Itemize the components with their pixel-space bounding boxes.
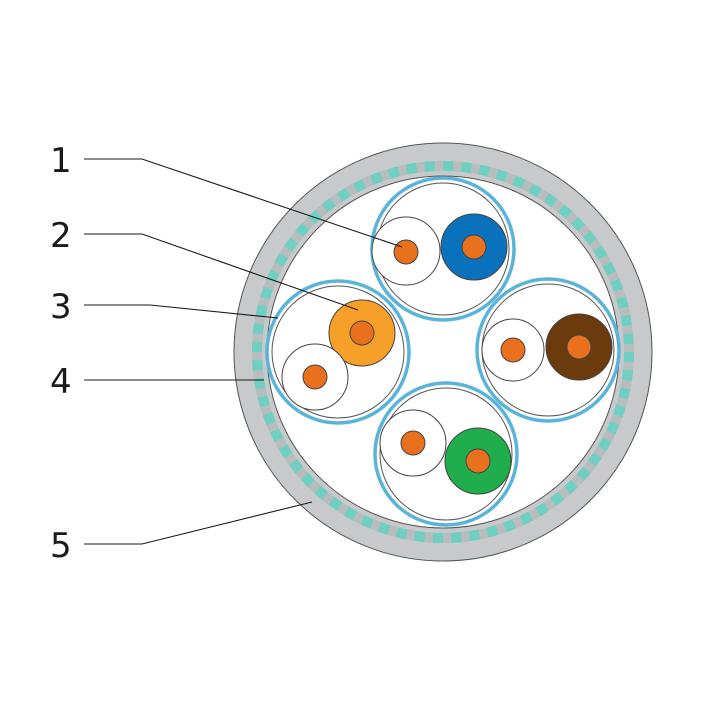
callout-number-3: 3 <box>50 287 72 327</box>
braid-strand <box>528 183 543 198</box>
braid-strand <box>620 314 633 327</box>
copper-conductor <box>566 334 592 360</box>
copper-conductor <box>400 430 426 456</box>
braid-strand <box>606 421 620 435</box>
braid-strand <box>613 404 626 418</box>
braid-strand <box>587 452 602 467</box>
braid-strand <box>278 444 293 459</box>
pair-foil-shield <box>265 279 411 425</box>
braid-strand <box>307 209 323 225</box>
braid-strand <box>387 166 400 179</box>
braid-strand <box>274 252 289 267</box>
braid-strand <box>582 230 597 245</box>
braid-strand <box>550 491 565 506</box>
braid-strand <box>468 529 481 542</box>
braid-strand <box>266 269 280 283</box>
callout-number-2: 2 <box>50 216 72 256</box>
braid-strand <box>262 412 276 426</box>
braid-strand <box>269 428 284 443</box>
braid-strand <box>512 175 526 189</box>
braid-strand <box>360 515 374 529</box>
leader-line-3 <box>84 304 279 319</box>
twisted-pair-blue <box>370 176 516 322</box>
braid-strand <box>252 323 265 335</box>
leader-line-1 <box>84 158 403 248</box>
braid-strand <box>557 204 572 219</box>
braid-strand <box>395 527 408 540</box>
braid-strand <box>535 502 550 517</box>
copper-conductor <box>393 239 419 265</box>
braid-strand <box>336 187 351 202</box>
braid-strand <box>405 162 418 175</box>
braid-shield-strands <box>251 160 635 544</box>
braid-strand <box>621 369 634 381</box>
braid-strand <box>414 530 426 543</box>
braid-strand <box>284 237 299 252</box>
braid-strand <box>478 164 491 177</box>
callout-number-5: 5 <box>50 526 72 566</box>
braid-strand <box>295 223 310 238</box>
braid-strand <box>289 459 304 474</box>
braid-strand <box>563 479 579 495</box>
braid-strand <box>369 171 383 185</box>
callout-number-4: 4 <box>50 362 72 402</box>
twisted-pair-orange <box>265 279 411 425</box>
braid-strand <box>260 286 273 300</box>
braid-strand <box>328 496 343 511</box>
braid-strand <box>377 522 391 535</box>
twisted-pair-green <box>373 381 519 527</box>
braid-strand <box>519 511 534 526</box>
braid-strand <box>252 359 263 371</box>
braid-strand <box>616 296 629 309</box>
braid-strand <box>255 304 268 317</box>
braid-strand <box>343 506 358 521</box>
braid-strand <box>321 198 336 213</box>
braid-strand <box>460 161 472 174</box>
braid-strand <box>486 525 499 538</box>
braid-strand <box>543 193 558 208</box>
copper-conductor <box>500 337 526 363</box>
braid-strand <box>314 485 329 500</box>
braid-strand <box>503 519 517 533</box>
braid-strand <box>450 532 462 543</box>
braid-strand <box>253 377 266 390</box>
braid-strand <box>597 437 612 452</box>
leader-line-5 <box>84 501 313 545</box>
braid-strand <box>570 216 586 232</box>
callout-number-1: 1 <box>50 141 72 181</box>
braid-strand <box>300 472 316 488</box>
copper-conductor <box>461 234 487 260</box>
copper-conductor <box>465 448 491 474</box>
braid-strand <box>602 261 617 276</box>
braid-strand <box>495 169 509 182</box>
braid-strand <box>593 245 608 260</box>
braid-strand <box>257 395 270 408</box>
pair-foil-shield <box>475 277 621 423</box>
leader-line-2 <box>84 233 359 311</box>
braid-strand <box>576 466 591 481</box>
braid-strand <box>424 161 436 172</box>
twisted-pair-brown <box>475 277 621 423</box>
copper-conductor <box>349 320 375 346</box>
braid-strand <box>623 333 634 345</box>
pair-foil-shield <box>373 381 519 527</box>
braid-strand <box>610 278 624 292</box>
braid-strand <box>352 178 367 193</box>
copper-conductor <box>302 364 328 390</box>
braid-strand <box>618 387 631 400</box>
